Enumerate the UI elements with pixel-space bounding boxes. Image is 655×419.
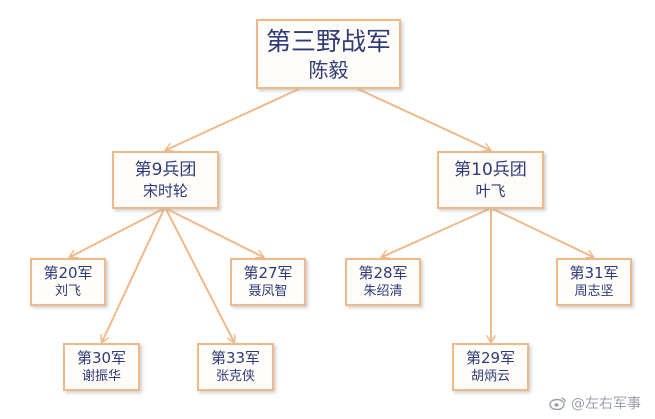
node-29th-army: 第29军 胡炳云 [452,343,529,391]
node-title: 第20军 [43,263,93,282]
node-title: 第28军 [358,263,408,282]
node-commander: 聂凤智 [248,283,288,299]
weibo-icon [549,397,566,410]
node-title: 第三野战军 [265,26,391,56]
node-commander: 朱绍清 [363,283,403,299]
node-title: 第30军 [76,348,127,367]
node-title: 第9兵团 [134,160,197,180]
edge-group9-army33 [165,208,234,342]
watermark: @左右军事 [549,393,641,413]
edge-group9-army20 [70,208,164,257]
edge-group10-army28 [382,208,490,257]
node-commander: 周志坚 [574,283,614,299]
edge-group9-army30 [102,208,165,342]
edge-root-group10 [357,88,490,150]
node-33rd-army: 第33军 张克侠 [197,343,274,391]
node-30th-army: 第30军 谢振华 [63,343,140,391]
node-title: 第27军 [243,263,293,282]
node-31st-army: 第31军 周志坚 [556,258,632,306]
node-10th-army-group: 第10兵团 叶飞 [437,151,544,209]
node-commander: 叶飞 [475,182,506,200]
node-commander: 陈毅 [308,57,349,82]
node-commander: 张克侠 [215,368,255,384]
node-commander: 胡炳云 [470,368,510,384]
edge-group10-army31 [492,208,593,257]
node-title: 第10兵团 [454,160,527,180]
node-commander: 刘飞 [54,283,81,299]
node-27th-army: 第27军 聂凤智 [230,258,306,306]
edge-group9-army27 [166,208,263,257]
node-9th-army-group: 第9兵团 宋时轮 [112,151,219,209]
node-commander: 宋时轮 [142,182,188,200]
node-title: 第29军 [465,348,516,367]
edge-root-group9 [166,88,300,150]
node-20th-army: 第20军 刘飞 [30,258,106,306]
node-28th-army: 第28军 朱绍清 [345,258,421,306]
node-third-field-army: 第三野战军 陈毅 [256,19,401,89]
node-title: 第31军 [569,263,619,282]
watermark-text: @左右军事 [571,396,641,412]
node-title: 第33军 [210,348,261,367]
node-commander: 谢振华 [81,368,121,384]
